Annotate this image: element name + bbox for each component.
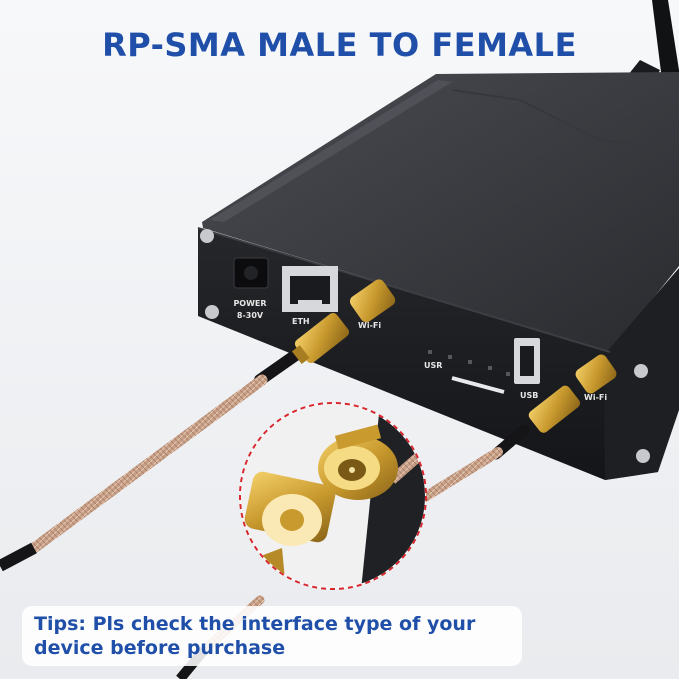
screw-icon xyxy=(200,229,214,243)
tips-line-2: device before purchase xyxy=(34,637,286,659)
wifi-connector-right-icon xyxy=(575,354,617,394)
headline: RP-SMA MALE TO FEMALE xyxy=(102,26,577,64)
rp-sma-female-icon xyxy=(318,424,398,500)
tips-box xyxy=(22,606,522,666)
screw-icon xyxy=(634,364,648,378)
wifi-left-label: Wi-Fi xyxy=(358,321,381,330)
tips-line-1: Tips: Pls check the interface type of yo… xyxy=(34,613,476,635)
rf-cable-left xyxy=(0,312,350,572)
usr-label: USR xyxy=(424,361,442,370)
power-label: POWER xyxy=(233,299,266,308)
eth-label: ETH xyxy=(292,317,310,326)
tips-text: Tips: Pls check the interface type of yo… xyxy=(34,612,524,660)
power-voltage-label: 8-30V xyxy=(237,311,264,320)
screw-icon xyxy=(636,449,650,463)
screw-icon xyxy=(205,305,219,319)
wifi-connector-left-icon xyxy=(349,279,396,323)
usb-label: USB xyxy=(520,391,538,400)
wifi-right-label: Wi-Fi xyxy=(584,393,607,402)
